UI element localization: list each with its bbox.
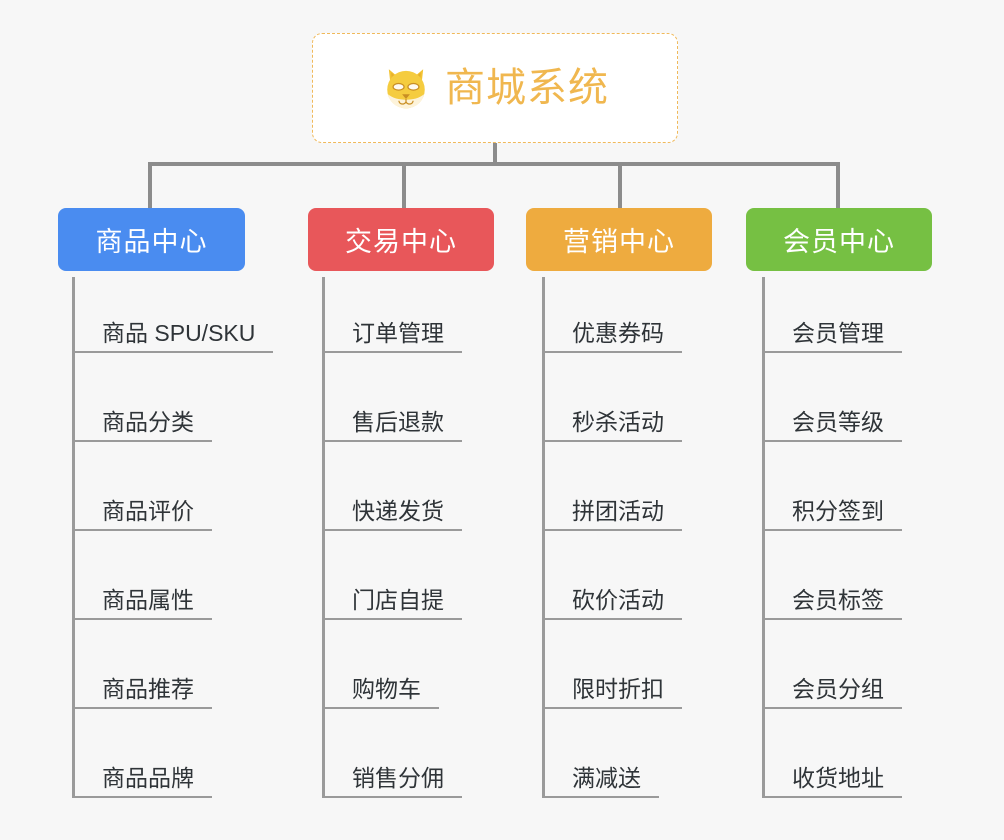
leaf-item-label: 会员管理 — [792, 320, 884, 346]
leaf-item[interactable]: 售后退款 — [322, 396, 462, 442]
leaf-item[interactable]: 商品 SPU/SKU — [72, 307, 274, 353]
leaf-item-label: 会员标签 — [792, 587, 884, 613]
connector-root-stem — [493, 143, 497, 166]
leaf-item[interactable]: 商品分类 — [72, 396, 212, 442]
leaf-item-label: 满减送 — [572, 765, 641, 791]
leaf-item[interactable]: 拼团活动 — [542, 485, 682, 531]
leaf-item-label: 售后退款 — [352, 409, 444, 435]
leaf-item[interactable]: 购物车 — [322, 663, 439, 709]
root-node-content: 商城系统 — [381, 63, 609, 113]
leaf-item-label: 限时折扣 — [572, 676, 664, 702]
leaf-item-label: 商品推荐 — [102, 676, 194, 702]
column-header-label: 交易中心 — [345, 227, 457, 257]
leaf-item[interactable]: 快递发货 — [322, 485, 462, 531]
column-trunk-product-center — [72, 277, 75, 798]
column-trunk-trade-center — [322, 277, 325, 798]
connector-bus — [148, 162, 840, 166]
column-header-label: 会员中心 — [783, 227, 895, 257]
connector-drop-member-center — [836, 162, 840, 208]
leaf-item-label: 砍价活动 — [572, 587, 664, 613]
column-header-member-center[interactable]: 会员中心 — [746, 208, 932, 271]
leaf-item-label: 拼团活动 — [572, 498, 664, 524]
leaf-item-label: 商品评价 — [102, 498, 194, 524]
leaf-item-label: 商品 SPU/SKU — [102, 320, 256, 346]
column-header-product-center[interactable]: 商品中心 — [58, 208, 245, 271]
leaf-item-label: 优惠券码 — [572, 320, 664, 346]
column-header-label: 商品中心 — [95, 227, 208, 257]
shiba-dog-icon — [381, 63, 431, 113]
leaf-item-label: 会员分组 — [792, 676, 884, 702]
leaf-item-label: 销售分佣 — [352, 765, 444, 791]
leaf-item-label: 收货地址 — [792, 765, 884, 791]
leaf-item[interactable]: 优惠券码 — [542, 307, 682, 353]
connector-drop-trade-center — [402, 162, 406, 208]
column-header-marketing-center[interactable]: 营销中心 — [526, 208, 712, 271]
root-title: 商城系统 — [445, 66, 609, 110]
leaf-item-label: 积分签到 — [792, 498, 884, 524]
leaf-item[interactable]: 商品评价 — [72, 485, 212, 531]
leaf-item[interactable]: 砍价活动 — [542, 574, 682, 620]
leaf-item[interactable]: 会员管理 — [762, 307, 902, 353]
leaf-item-label: 商品分类 — [102, 409, 194, 435]
leaf-item-label: 门店自提 — [352, 587, 444, 613]
leaf-item[interactable]: 商品品牌 — [72, 752, 212, 798]
root-node[interactable]: 商城系统 — [312, 33, 678, 143]
leaf-item-label: 购物车 — [352, 676, 421, 702]
leaf-item[interactable]: 商品属性 — [72, 574, 212, 620]
column-header-trade-center[interactable]: 交易中心 — [308, 208, 494, 271]
leaf-item[interactable]: 限时折扣 — [542, 663, 682, 709]
leaf-item[interactable]: 订单管理 — [322, 307, 462, 353]
connector-drop-marketing-center — [618, 162, 622, 208]
leaf-item-label: 秒杀活动 — [572, 409, 664, 435]
leaf-item-label: 快递发货 — [352, 498, 444, 524]
leaf-item[interactable]: 满减送 — [542, 752, 659, 798]
leaf-item-label: 商品属性 — [102, 587, 194, 613]
leaf-item[interactable]: 会员分组 — [762, 663, 902, 709]
leaf-item[interactable]: 秒杀活动 — [542, 396, 682, 442]
leaf-item-label: 会员等级 — [792, 409, 884, 435]
column-trunk-marketing-center — [542, 277, 545, 798]
connector-drop-product-center — [148, 162, 152, 208]
column-trunk-member-center — [762, 277, 765, 798]
leaf-item[interactable]: 会员标签 — [762, 574, 902, 620]
leaf-item[interactable]: 积分签到 — [762, 485, 902, 531]
leaf-item-label: 订单管理 — [352, 320, 444, 346]
column-header-label: 营销中心 — [563, 227, 675, 257]
leaf-item[interactable]: 销售分佣 — [322, 752, 462, 798]
leaf-item[interactable]: 商品推荐 — [72, 663, 212, 709]
leaf-item-label: 商品品牌 — [102, 765, 194, 791]
leaf-item[interactable]: 门店自提 — [322, 574, 462, 620]
leaf-item[interactable]: 会员等级 — [762, 396, 902, 442]
leaf-item[interactable]: 收货地址 — [762, 752, 902, 798]
